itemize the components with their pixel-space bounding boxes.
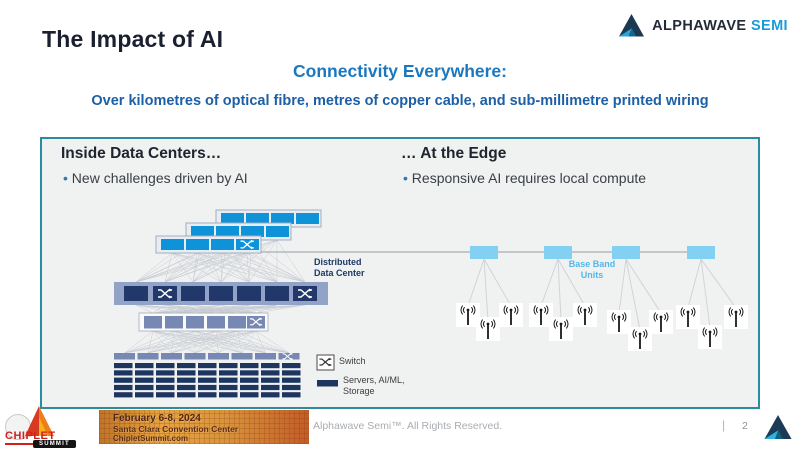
chiplet-sail-icon bbox=[25, 406, 54, 436]
antenna-icon bbox=[675, 304, 701, 330]
server-rack-grid bbox=[114, 352, 301, 398]
brand-name: ALPHAWAVE bbox=[652, 17, 747, 34]
page-title: The Impact of AI bbox=[42, 26, 224, 52]
headline: Connectivity Everywhere: bbox=[293, 61, 507, 81]
distributed-data-center-label: Distributed Data Center bbox=[314, 257, 365, 279]
antenna-icons bbox=[455, 302, 749, 352]
legend bbox=[316, 354, 338, 387]
event-url: ChipletSummit.com bbox=[113, 434, 189, 443]
legend-servers-label: Servers, AI/ML, Storage bbox=[343, 375, 405, 397]
antenna-icon bbox=[475, 316, 501, 342]
legend-switch-label: Switch bbox=[339, 356, 366, 366]
page-number: 2 bbox=[742, 420, 748, 432]
spine-switch-row bbox=[114, 282, 328, 305]
server-swatch bbox=[317, 380, 338, 387]
antenna-icon bbox=[723, 304, 749, 330]
brand-wordmark: ALPHAWAVE SEMI bbox=[652, 18, 788, 34]
alphawave-logo: ALPHAWAVE SEMI bbox=[618, 13, 788, 38]
subheadline: Over kilometres of optical fibre, metres… bbox=[91, 93, 709, 109]
footer-logo-icon bbox=[764, 415, 792, 439]
antenna-icon bbox=[498, 302, 524, 328]
base-band-units-label: Base Band Units bbox=[552, 259, 632, 281]
antenna-icon bbox=[606, 309, 632, 335]
bbu-label-line2: Units bbox=[580, 269, 604, 280]
network-diagram bbox=[114, 209, 749, 398]
copyright-text: Alphawave Semi™. All Rights Reserved. bbox=[313, 420, 503, 432]
legend-servers-line1: Servers, AI/ML, bbox=[343, 375, 405, 385]
legend-servers-line2: Storage bbox=[343, 385, 375, 396]
antenna-icon bbox=[548, 316, 574, 342]
bbu-antenna-links bbox=[467, 258, 737, 331]
bbu-label-line1: Base Band bbox=[568, 259, 616, 269]
chiplet-summit-logo: CHIPLET SUMMIT bbox=[5, 406, 101, 448]
antenna-icon bbox=[697, 324, 723, 350]
left-column-heading: Inside Data Centers… bbox=[61, 145, 222, 162]
event-dates: February 6-8, 2024 bbox=[113, 413, 201, 424]
antenna-icon bbox=[572, 302, 598, 328]
right-bullet: Responsive AI requires local compute bbox=[403, 170, 646, 186]
left-bullet: New challenges driven by AI bbox=[63, 170, 248, 186]
event-banner: February 6-8, 2024 Santa Clara Conventio… bbox=[99, 410, 309, 444]
right-column-heading: … At the Edge bbox=[401, 145, 507, 162]
event-venue: Santa Clara Convention Center bbox=[113, 424, 239, 434]
footer-separator: | bbox=[722, 418, 726, 432]
aggregation-switch-row bbox=[138, 312, 269, 332]
leaf-switch-rows bbox=[155, 209, 322, 254]
mesh-links bbox=[124, 239, 306, 354]
alphawave-logo-icon bbox=[619, 14, 645, 37]
globe-icon bbox=[5, 414, 31, 440]
antenna-icon bbox=[627, 326, 653, 352]
base-band-units bbox=[470, 246, 715, 259]
antenna-icon bbox=[648, 309, 674, 335]
brand-suffix: SEMI bbox=[750, 17, 788, 34]
summit-wordmark: SUMMIT bbox=[33, 440, 76, 448]
chiplet-wordmark: CHIPLET bbox=[5, 430, 56, 445]
dc-label-line1: Distributed bbox=[314, 257, 362, 267]
content-panel: Inside Data Centers… … At the Edge New c… bbox=[40, 137, 760, 409]
dc-label-line2: Data Center bbox=[314, 267, 365, 278]
